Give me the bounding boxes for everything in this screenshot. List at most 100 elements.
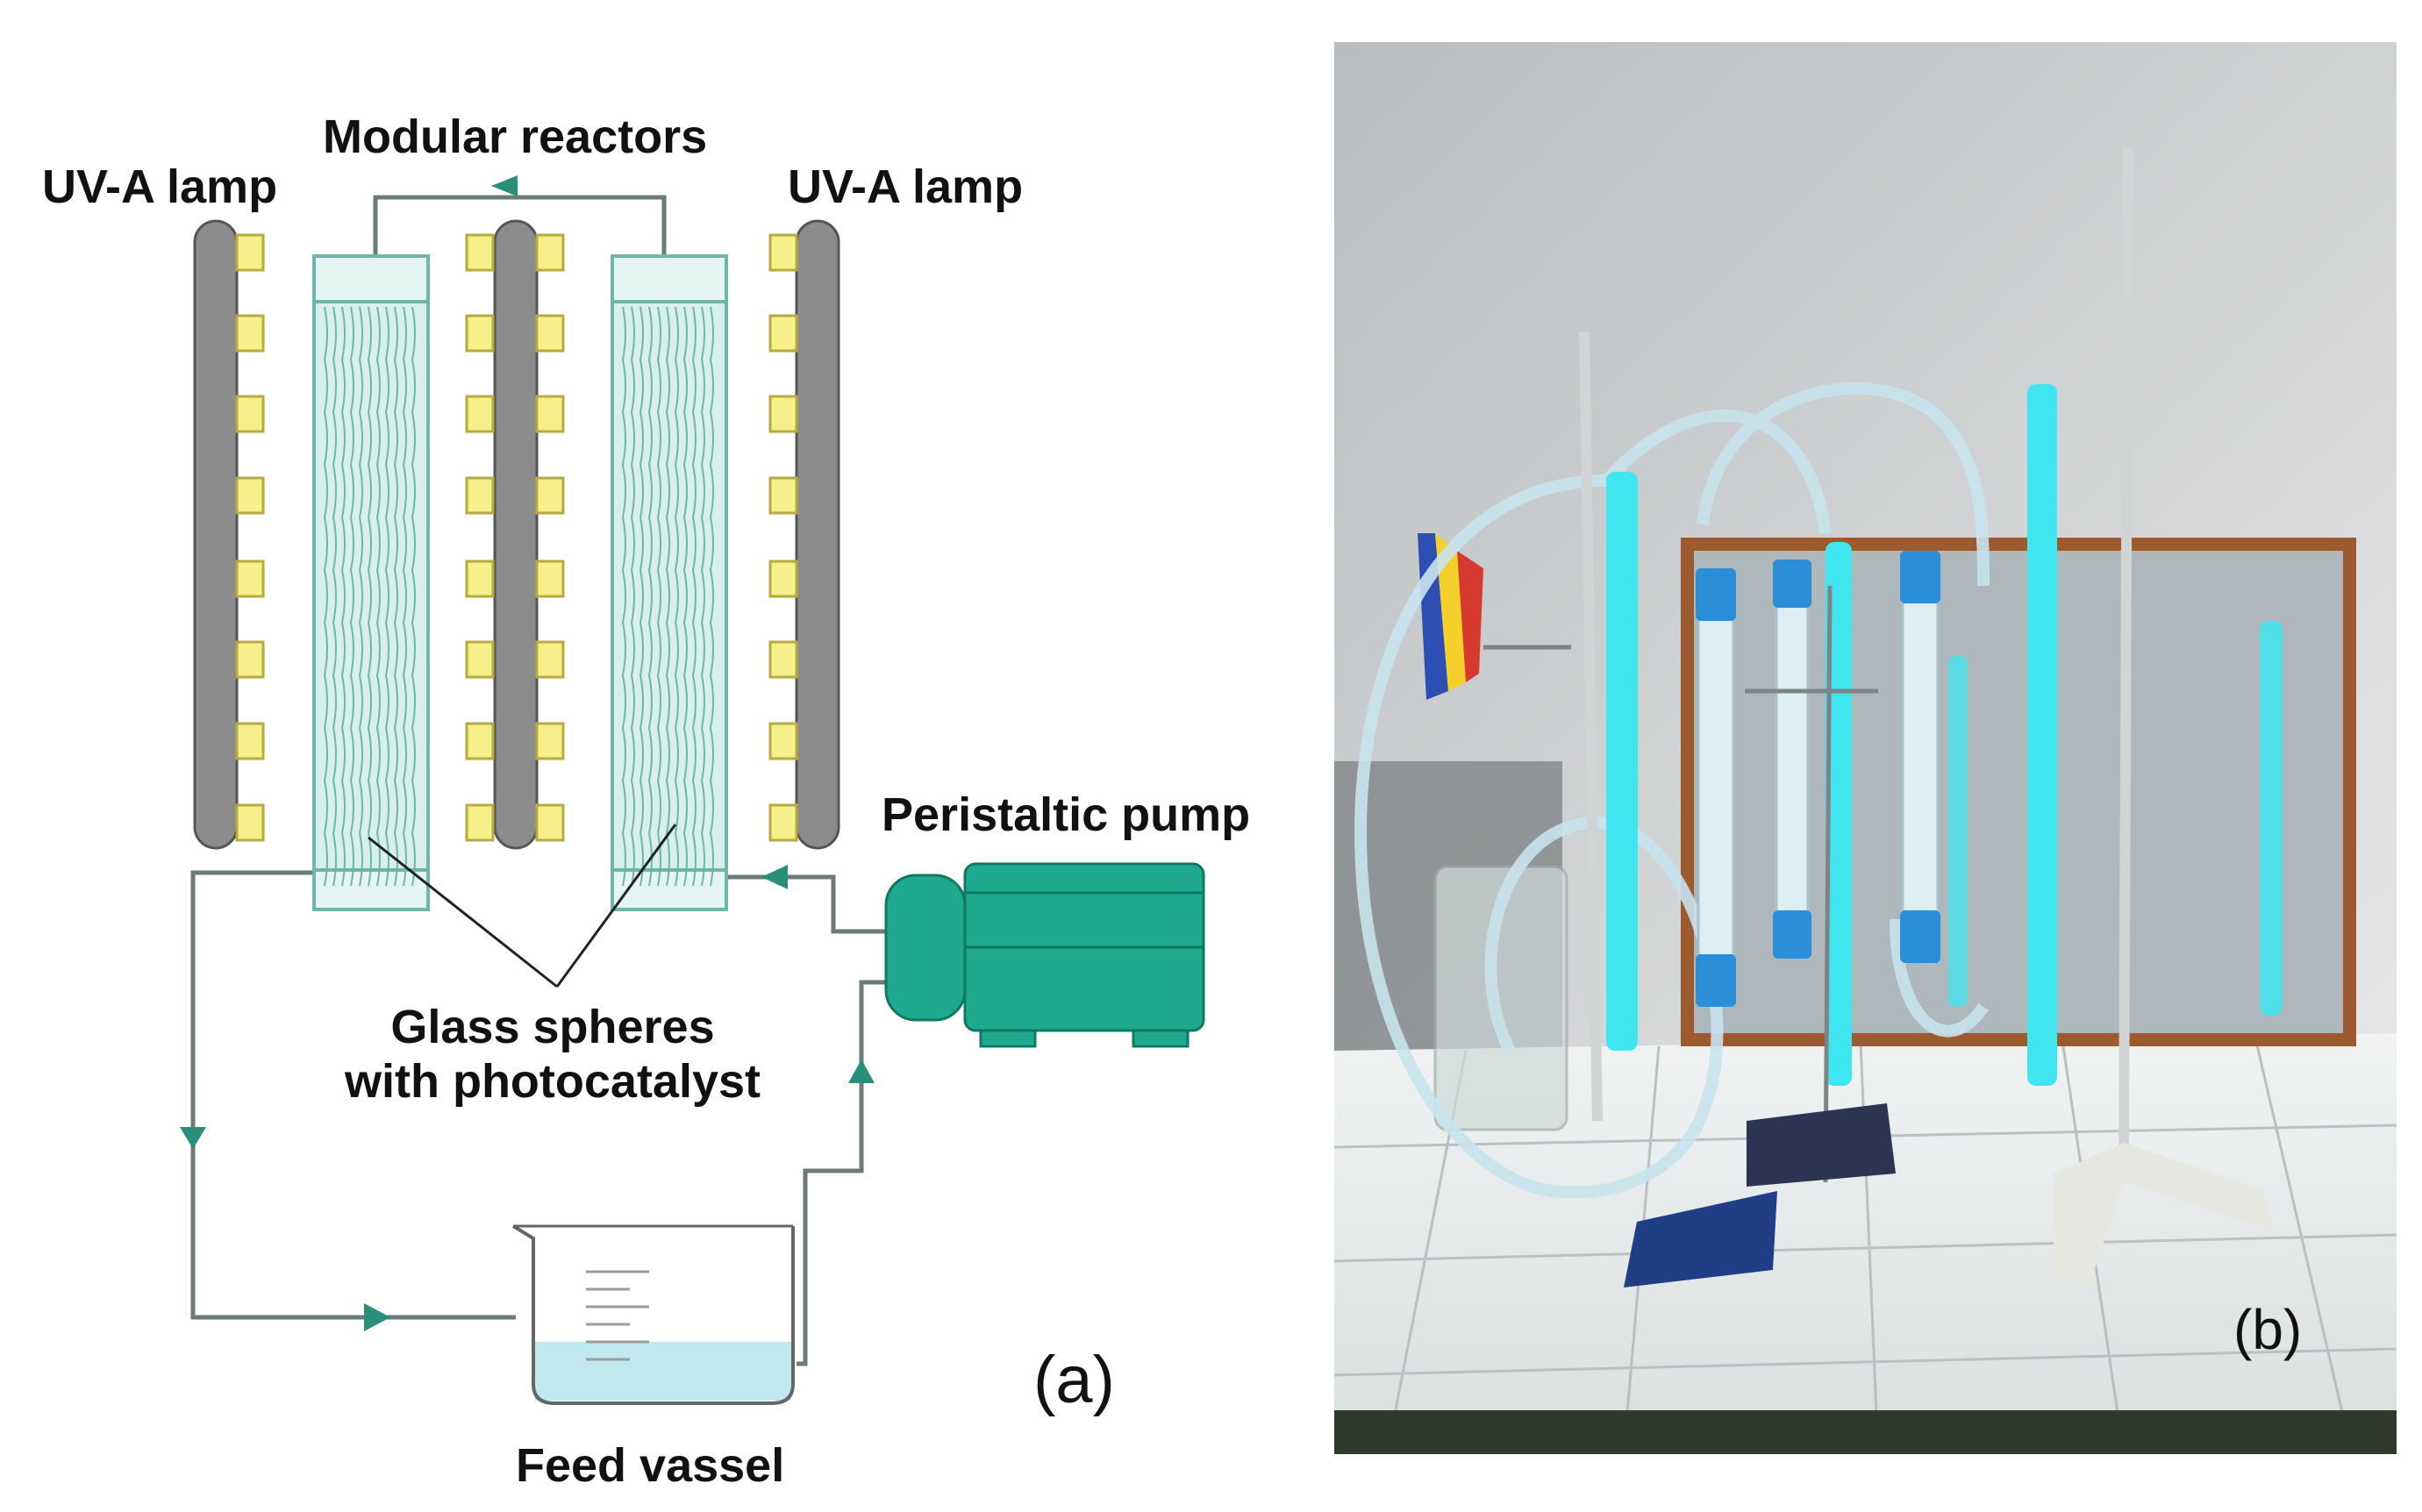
led-chip	[768, 395, 798, 433]
uv-lamp-tube-2	[1825, 542, 1852, 1086]
sphere-column-line	[682, 306, 688, 887]
sphere-column-line	[709, 306, 714, 887]
glass-spheres-label-line2: with photocatalyst	[344, 1055, 761, 1108]
panel-label-a: (a)	[1033, 1343, 1115, 1417]
panel-label-b: (b)	[2233, 1298, 2302, 1361]
led-chip	[768, 640, 798, 679]
led-chip	[235, 476, 265, 515]
sphere-column-line	[384, 306, 389, 887]
pump-to-reactor-line	[728, 874, 886, 934]
sphere-column-line	[358, 306, 363, 887]
reactor-right	[611, 254, 728, 911]
led-chip	[535, 722, 565, 760]
led-chip	[768, 722, 798, 760]
lab-setup-photo: (b)	[1333, 42, 2397, 1455]
tiled-table	[1334, 1033, 2397, 1454]
flag-yellow	[1435, 533, 1466, 691]
led-chip	[535, 560, 565, 598]
flow-arrows	[180, 175, 875, 1331]
sphere-column-line	[621, 306, 626, 887]
led-chip	[535, 314, 565, 353]
led-chip	[535, 476, 565, 515]
glass-beaker	[1433, 865, 1568, 1131]
lab-stands	[1579, 146, 2133, 1166]
sphere-column-line	[647, 306, 653, 887]
glass-spheres-label: Glass spheres with photocatalyst	[316, 1000, 789, 1109]
led-chip	[465, 803, 495, 842]
led-chip	[768, 803, 798, 842]
reactor-right-spheres	[621, 306, 714, 887]
led-chip	[465, 560, 495, 598]
led-chip	[235, 803, 265, 842]
pointer-lines	[368, 824, 677, 988]
reactor-to-vessel-line	[190, 870, 516, 1320]
reactor-left	[312, 254, 430, 911]
arrow-down	[180, 1127, 206, 1149]
sphere-column-line	[674, 306, 679, 887]
uv-lamps	[1606, 384, 2283, 1086]
uv-lamp-reflection-2	[1948, 656, 1968, 1007]
sphere-column-line	[340, 306, 346, 887]
led-chips	[235, 233, 798, 842]
uv-lamp-right	[795, 219, 840, 850]
led-chip	[465, 476, 495, 515]
led-chip	[235, 560, 265, 598]
photo-panel: (b)	[1333, 42, 2397, 1455]
peristaltic-pump-icon	[884, 862, 1205, 1048]
arrow-up	[848, 1059, 875, 1083]
sphere-column-line	[393, 306, 398, 887]
sphere-column-line	[656, 306, 661, 887]
uv-lamp-middle	[493, 219, 539, 850]
led-chip	[465, 640, 495, 679]
sphere-column-line	[639, 306, 644, 887]
led-chip	[465, 395, 495, 433]
flow-lines	[190, 195, 886, 1366]
sphere-column-line	[349, 306, 354, 887]
led-chip	[535, 640, 565, 679]
vessel-to-pump-line	[797, 980, 886, 1366]
feed-vessel-label: Feed vassel	[516, 1439, 785, 1492]
uv-lamp-tube-3	[2027, 384, 2057, 1086]
sphere-column-line	[332, 306, 337, 887]
uv-lamp-left-label: UV-A lamp	[42, 160, 278, 213]
led-chip	[465, 233, 495, 272]
stand-base-blue-2	[1747, 1103, 1896, 1187]
schematic-drawing	[180, 175, 1205, 1405]
led-chip	[535, 395, 565, 433]
led-chip	[235, 722, 265, 760]
glass-spheres-label-line1: Glass spheres	[390, 1001, 715, 1053]
top-connection-line	[373, 195, 667, 256]
reactor-columns	[1696, 551, 1940, 1007]
led-chip	[235, 314, 265, 353]
arrow-top-left	[491, 175, 518, 196]
feed-vessel-icon	[511, 1224, 795, 1405]
flag-red	[1457, 551, 1483, 682]
led-chip	[235, 640, 265, 679]
modular-reactors-label: Modular reactors	[323, 111, 708, 163]
sphere-column-line	[402, 306, 407, 887]
schematic-panel: UV-A lamp Modular reactors UV-A lamp Per…	[42, 111, 1251, 1492]
sphere-column-line	[700, 306, 705, 887]
led-chip	[768, 560, 798, 598]
reactor-left-spheres	[323, 306, 416, 887]
stand-base-blue-1	[1624, 1191, 1777, 1287]
led-chip	[535, 233, 565, 272]
peristaltic-pump-label: Peristaltic pump	[882, 788, 1251, 841]
lab-stand-rods	[1483, 585, 1878, 1183]
led-chip	[465, 722, 495, 760]
led-chip	[465, 314, 495, 353]
uv-lamp-right-label: UV-A lamp	[788, 160, 1024, 213]
sphere-column-line	[691, 306, 697, 887]
uv-lamp-tube-1	[1606, 472, 1638, 1051]
uv-lamp-reflection	[2260, 621, 2283, 1016]
table-front-edge	[1334, 1410, 2397, 1454]
stand-base-white	[2054, 1143, 2273, 1287]
led-chip	[235, 395, 265, 433]
led-chip	[235, 233, 265, 272]
led-chip	[768, 476, 798, 515]
led-chip	[768, 233, 798, 272]
sphere-column-line	[411, 306, 416, 887]
led-chip	[768, 314, 798, 353]
led-chip	[535, 803, 565, 842]
uv-lamp-left	[193, 219, 239, 850]
